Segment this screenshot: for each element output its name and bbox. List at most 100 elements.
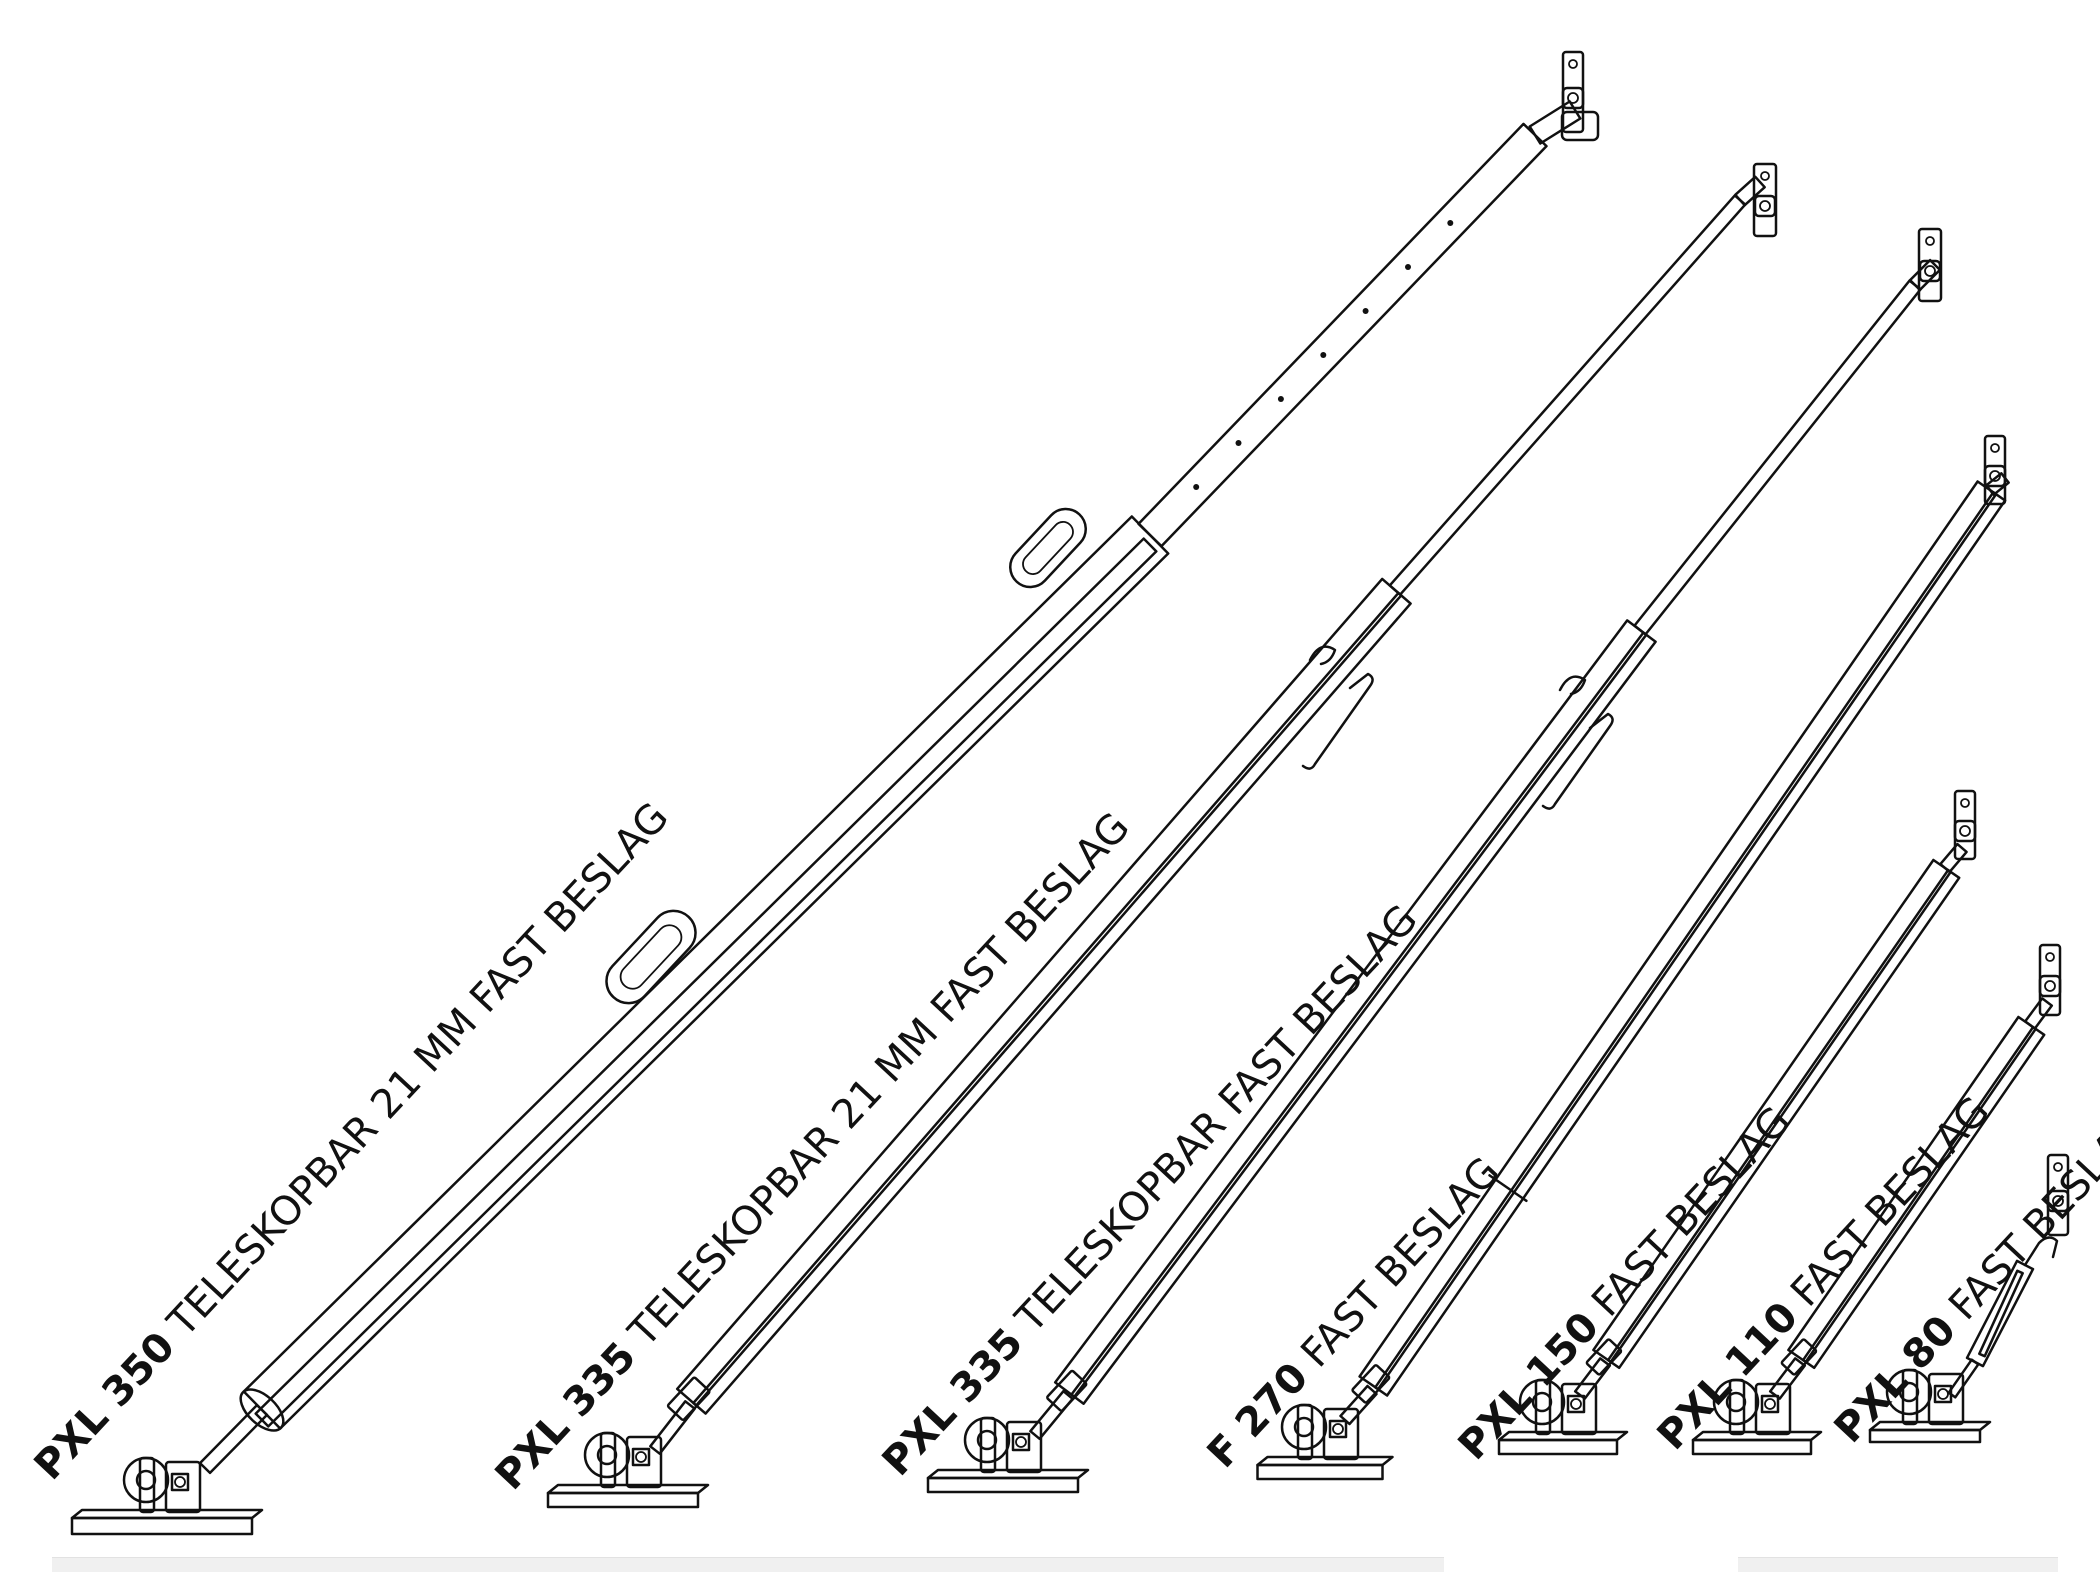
bar-front-face [1358, 480, 1998, 1391]
bar-front-face [1053, 619, 1648, 1398]
strut-cylinder [1965, 1259, 2035, 1368]
pivot-hub [1898, 1381, 1920, 1403]
floor-plate [1868, 1428, 1982, 1444]
wall-plate-hole [1990, 443, 2000, 453]
pivot-hub [1725, 1391, 1747, 1413]
pivot-wheel [583, 1431, 631, 1479]
top-clamp [1560, 110, 1600, 142]
wall-plate-group [2046, 1153, 2070, 1237]
top-fitting [2023, 997, 2054, 1030]
wall-bracket-bolt [1989, 470, 2001, 482]
top-fitting [1908, 258, 1942, 292]
bolt-head [1332, 1423, 1344, 1435]
bar-pxl-150 [1497, 789, 1977, 1456]
label-pxl-150: PXL 150 FAST BESLAG [1450, 1098, 1800, 1469]
wall-plate-group [1561, 50, 1585, 134]
pivot-rod [1768, 1357, 1807, 1400]
wall-plate-group [1953, 789, 1977, 861]
bolt-nut [631, 1447, 651, 1467]
bar-end-cap [1351, 1364, 1391, 1404]
bar-end-cap [1585, 1338, 1623, 1376]
upper-tube [1137, 122, 1548, 548]
bar-end-cap [1780, 1338, 1818, 1376]
wall-bracket-nut [2046, 1189, 2070, 1213]
bar-front-face [1592, 858, 1952, 1364]
pivot-hub [135, 1469, 157, 1491]
bolt-head [1570, 1398, 1582, 1410]
bracket-lug [138, 1456, 156, 1514]
lower-tube [242, 515, 1170, 1430]
floor-plate [926, 1476, 1080, 1494]
bolt-head [1015, 1436, 1027, 1448]
wall-bracket-bolt [1959, 825, 1971, 837]
bar-end-cap [666, 1376, 711, 1422]
lever-handle [1541, 712, 1614, 810]
lever-handle [1301, 672, 1374, 770]
bar-pxl-110 [1691, 943, 2062, 1456]
wall-plate-group [1917, 227, 1943, 303]
upper-square-tube [1633, 279, 1922, 636]
grip-handle [1009, 507, 1087, 589]
wall-bracket-nut [1983, 464, 2007, 488]
floor-plate [1691, 1438, 1813, 1456]
top-fitting [1985, 472, 2010, 496]
wall-plate-hole [2045, 952, 2055, 962]
bar-f-270 [1256, 434, 2010, 1481]
wall-plate-hole [1568, 59, 1578, 69]
bracket-lug [1296, 1403, 1314, 1461]
wall-bracket-nut [1753, 194, 1777, 218]
bolt-nut [170, 1472, 190, 1492]
bolt-nut [1328, 1419, 1348, 1439]
bolt-head [174, 1476, 186, 1488]
wall-plate-hole [1760, 171, 1770, 181]
top-fitting [1734, 175, 1766, 207]
pivot-rod [649, 1400, 696, 1455]
wall-plate [1917, 227, 1943, 303]
pivot-wheel [122, 1456, 170, 1504]
pivot-rod [1029, 1389, 1074, 1441]
bar-front-face [675, 577, 1403, 1407]
wall-plate-hole [2053, 1162, 2063, 1172]
floor-plate [70, 1516, 254, 1536]
wall-plate-hole [1960, 798, 1970, 808]
adjust-hole [1447, 220, 1454, 226]
lock-clip [1558, 675, 1587, 696]
wall-plate-group [2038, 943, 2062, 1017]
adjust-hole [1405, 264, 1411, 270]
wall-bracket-nut [2038, 974, 2062, 998]
footer-strip-right [1738, 1557, 2058, 1572]
bracket-lug [979, 1416, 997, 1474]
footer-strip-left [52, 1557, 1444, 1572]
pivot-rod [1339, 1384, 1378, 1426]
bar-pxl-335-21mm [546, 162, 1778, 1509]
wall-bracket-bolt [2044, 980, 2056, 992]
bolt-nut [1011, 1432, 1031, 1452]
pivot-hub [976, 1429, 998, 1451]
bolt-nut [1566, 1394, 1586, 1414]
bolt-head [635, 1451, 647, 1463]
grip-handle-inner [619, 924, 683, 990]
wall-bracket-nut [1561, 86, 1585, 110]
wall-plate [1752, 162, 1778, 238]
pivot-wheel [963, 1416, 1011, 1464]
grip-handle-inner [1022, 521, 1074, 575]
wall-plate-hole [1925, 236, 1935, 246]
wall-bracket-bolt [1567, 92, 1579, 104]
bar-end-cap [1046, 1369, 1088, 1412]
bar-shade-face [1374, 491, 2007, 1397]
support-bars [70, 50, 2070, 1536]
pivot-hub [596, 1444, 618, 1466]
strut-cylinder-shade [1978, 1269, 2024, 1358]
floor-plate [546, 1491, 700, 1509]
pivot-wheel [1280, 1403, 1328, 1451]
bar-pxl-80 [1868, 1153, 2070, 1444]
pivot-wheel [1518, 1378, 1566, 1426]
adjust-hole [1362, 308, 1369, 314]
pivot-hub [1531, 1391, 1553, 1413]
floor-plate [1256, 1463, 1384, 1481]
wall-plate [1953, 789, 1977, 861]
wall-bracket-bolt [2052, 1195, 2064, 1207]
bolt-head [1764, 1398, 1776, 1410]
wall-bracket-nut [1953, 819, 1977, 843]
